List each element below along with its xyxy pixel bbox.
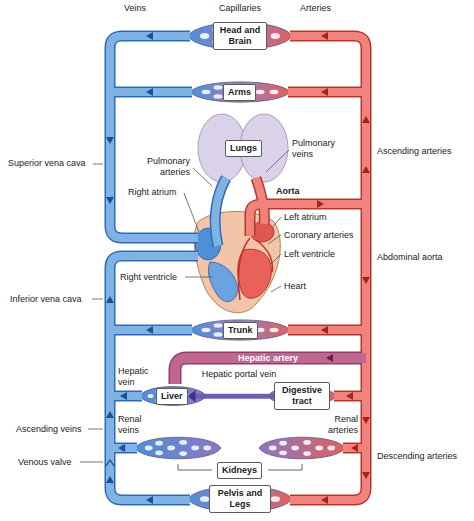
coronary-vessel: [238, 238, 272, 300]
flow-arrow: [317, 32, 370, 504]
vessel-label: Ascending veins: [16, 424, 82, 435]
vessel-label: Abdominal aorta: [377, 252, 443, 263]
artery-outline: [250, 36, 366, 500]
vessel-label: Renal arteries: [318, 414, 358, 436]
vessel-label: Capillaries: [200, 3, 280, 14]
organ-name: Kidneys: [222, 465, 257, 476]
organ-box: Kidneys: [217, 462, 262, 479]
vessel-label: Hepatic vein: [118, 366, 158, 388]
capillary-bed: [188, 23, 292, 50]
flow-arrow: [106, 32, 153, 504]
left-ventricle-chamber: [238, 249, 272, 298]
vessel-label: Pulmonary veins: [292, 138, 340, 160]
vein-tube: [110, 36, 226, 500]
leader-line: [80, 150, 289, 462]
vessel-label: Veins: [124, 3, 146, 14]
vessel-label: Venous valve: [18, 457, 72, 468]
flow-arrow: [326, 354, 333, 362]
organ-box: Arms: [223, 84, 256, 101]
vessel-label: Descending arteries: [377, 451, 457, 462]
vessel-label: Pulmonary arteries: [140, 156, 190, 178]
vessel-label: Inferior vena cava: [10, 294, 82, 305]
heart-body: [194, 212, 280, 313]
connector-line: [194, 394, 274, 399]
vessel-label: Aorta: [276, 186, 300, 197]
capillary-bed: [188, 486, 292, 512]
vein-outline: [110, 36, 226, 500]
right-ventricle-chamber: [208, 262, 238, 302]
organ-name: Arms: [228, 87, 251, 98]
arrow-head: [188, 390, 196, 402]
capillary-bed: [135, 437, 221, 459]
connector-label: Hepatic portal vein: [198, 369, 280, 380]
vessel-label: Ascending arteries: [377, 146, 452, 157]
vessel-label: Coronary arteries: [284, 230, 354, 241]
vessel-label: Superior vena cava: [8, 158, 86, 169]
vessel-label: Right atrium: [128, 187, 177, 198]
organ-box: Trunk: [223, 322, 258, 339]
organ-name: Digestive tract: [279, 385, 325, 407]
organ-box: Liver: [156, 388, 188, 405]
heart-illustration: [194, 212, 280, 313]
portal-vein-connector: [188, 390, 274, 402]
artery-tube: [250, 36, 366, 500]
organ-box: Digestive tract: [274, 382, 330, 410]
organ-box: Head and Brain: [213, 22, 267, 50]
organ-name: Trunk: [228, 325, 253, 336]
vessel-label: Renal veins: [118, 414, 154, 436]
vessel-label: Hepatic artery: [238, 353, 298, 364]
organ-box: Lungs: [225, 140, 262, 157]
organ-box: Pelvis and Legs: [209, 485, 271, 513]
vessel-label: Left atrium: [284, 212, 327, 223]
organ-name: Pelvis and Legs: [214, 488, 266, 510]
vessel-label: Arteries: [300, 3, 331, 14]
blood-vessels: [110, 36, 366, 500]
capillary-bed: [259, 437, 345, 459]
vessel-label: Heart: [284, 281, 306, 292]
organ-name: Liver: [161, 391, 183, 402]
vessel-label: Left ventricle: [284, 249, 335, 260]
venous-valve-symbol: [106, 460, 114, 466]
lungs-illustration: [198, 114, 288, 182]
organ-name: Head and Brain: [218, 25, 262, 47]
capillary-bed: [190, 82, 290, 102]
vessel-label: Right ventricle: [120, 272, 177, 283]
capillary-bed: [190, 320, 290, 340]
organ-name: Lungs: [230, 143, 257, 154]
